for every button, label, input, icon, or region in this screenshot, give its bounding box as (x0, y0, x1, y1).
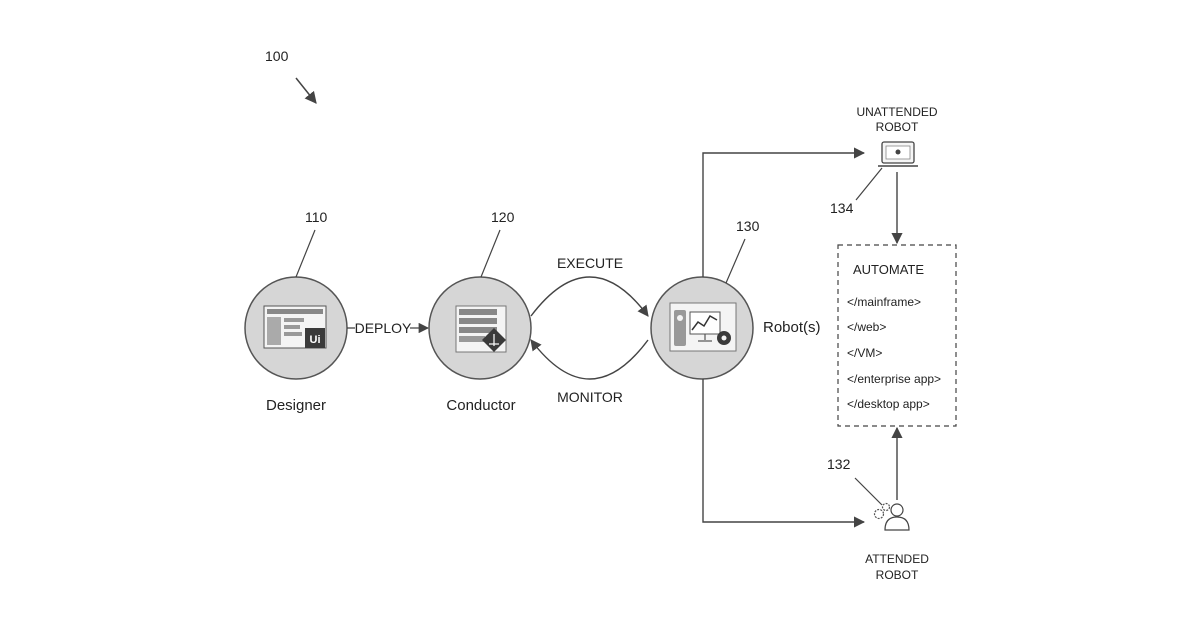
deploy-label: DEPLOY (355, 320, 412, 336)
figure-ref-arrow (296, 78, 316, 103)
robots-label: Robot(s) (763, 319, 821, 336)
monitor-arc (531, 340, 648, 379)
attended-label-line2: ROBOT (876, 568, 919, 582)
attended-ref-leader (855, 478, 882, 505)
figure-ref-label: 100 (265, 48, 289, 64)
automate-box: AUTOMATE </mainframe> </web> </VM> </ent… (838, 245, 956, 426)
automate-item: </desktop app> (847, 397, 930, 411)
designer-ref: 110 (305, 209, 328, 225)
automate-title: AUTOMATE (853, 262, 924, 277)
robots-ref-leader (726, 239, 745, 283)
unattended-label-line2: ROBOT (876, 120, 919, 134)
unattended-ref: 134 (830, 200, 854, 216)
robots-ref: 130 (736, 218, 760, 234)
designer-node: Ui (245, 277, 347, 379)
attended-ref: 132 (827, 456, 851, 472)
robot-dashboard-icon (670, 303, 736, 351)
designer-label: Designer (266, 397, 326, 414)
automate-item: </enterprise app> (847, 372, 941, 386)
automate-item: </VM> (847, 346, 882, 360)
unattended-label-line1: UNATTENDED (856, 105, 937, 119)
designer-ref-leader (296, 230, 315, 277)
attended-label-line1: ATTENDED (865, 552, 929, 566)
conductor-node (429, 277, 531, 379)
conductor-ref: 120 (491, 209, 515, 225)
automate-item: </web> (847, 320, 886, 334)
designer-studio-icon: Ui (264, 306, 326, 348)
unattended-ref-leader (856, 168, 882, 200)
person-gears-icon (875, 504, 910, 531)
monitor-label: MONITOR (557, 389, 623, 405)
execute-arc (531, 277, 648, 316)
robots-node (651, 277, 753, 379)
automate-item: </mainframe> (847, 295, 921, 309)
execute-label: EXECUTE (557, 255, 623, 271)
laptop-icon (878, 142, 918, 166)
conductor-server-icon (456, 306, 506, 352)
conductor-ref-leader (481, 230, 500, 277)
conductor-label: Conductor (446, 397, 515, 414)
designer-ui-badge: Ui (310, 334, 321, 346)
